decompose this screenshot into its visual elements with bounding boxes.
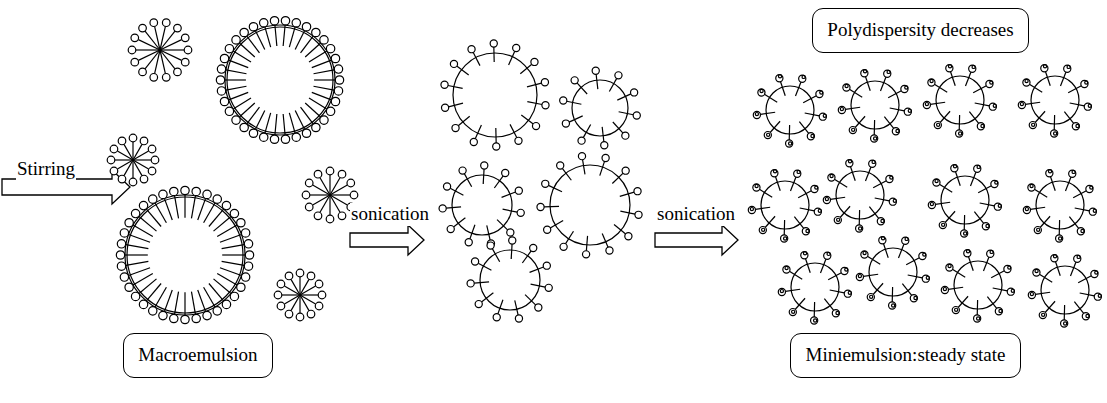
process-arrow <box>350 225 424 255</box>
mini-droplet <box>823 160 896 232</box>
micelle <box>107 134 159 186</box>
box-content: Macroemulsion <box>138 344 257 367</box>
mini-droplet <box>753 75 826 147</box>
box-content: Miniemulsion:steady state <box>805 344 1005 367</box>
box-content: Polydispersity decreases <box>827 19 1013 42</box>
box-label: Polydispersity decreases <box>827 19 1013 42</box>
mini-droplet <box>941 250 1014 322</box>
mini-droplet <box>928 165 1001 237</box>
micelle <box>274 269 326 321</box>
process-arrow <box>655 225 738 255</box>
mini-droplet <box>1018 65 1091 137</box>
droplet <box>560 67 641 149</box>
box-label: Macroemulsion <box>138 344 257 367</box>
macro-droplet <box>216 17 343 144</box>
note-box: Polydispersity decreases <box>812 8 1029 53</box>
stage-box: Miniemulsion:steady state <box>790 333 1021 378</box>
micelle <box>128 19 192 81</box>
step-label: sonication <box>350 203 430 226</box>
mini-droplet <box>923 65 996 137</box>
mini-droplet <box>1028 255 1101 327</box>
mini-droplet <box>856 237 929 309</box>
step-label: Stirring <box>16 158 76 181</box>
droplet <box>537 153 642 258</box>
mini-droplet <box>778 252 851 324</box>
stage-box: Macroemulsion <box>123 333 273 378</box>
macro-droplet <box>116 186 253 323</box>
mini-droplet <box>748 170 821 242</box>
box-label: Miniemulsion:steady state <box>805 344 1005 367</box>
mini-droplet <box>1023 170 1096 242</box>
droplet <box>441 40 549 150</box>
droplet <box>439 162 524 247</box>
mini-droplet <box>838 70 911 142</box>
step-label: sonication <box>656 203 736 226</box>
droplet <box>467 237 552 322</box>
